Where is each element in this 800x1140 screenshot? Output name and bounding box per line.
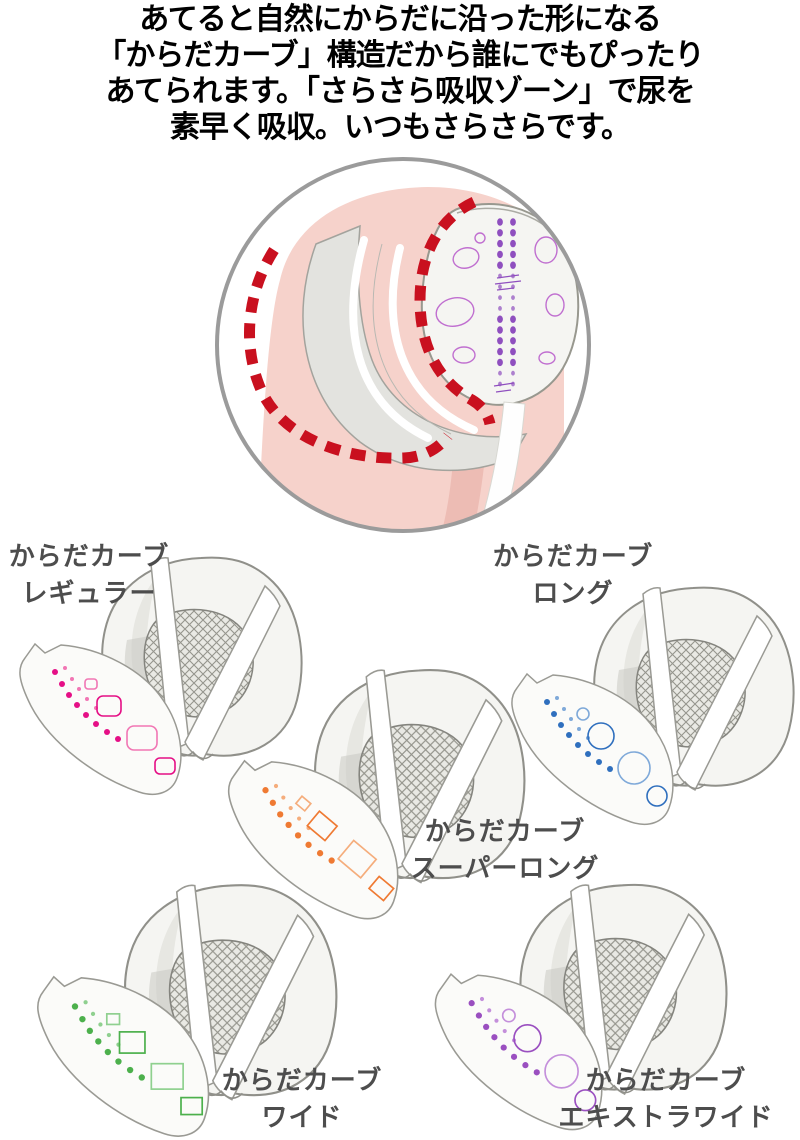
pad-illustration-regular <box>5 548 305 798</box>
label-long-size: ロング <box>532 578 614 608</box>
curved-front-pad <box>19 642 182 796</box>
curved-front-pad <box>37 975 210 1137</box>
pad-dot-pattern <box>262 783 335 864</box>
pad-bubble-pattern <box>435 232 565 365</box>
diagram-ring <box>215 157 591 533</box>
pad-layer-stripe <box>349 236 432 442</box>
label-super-long: からだカーブ スーパーロング <box>372 813 638 887</box>
cup-pad <box>101 556 303 762</box>
headline-line-1: あてると自然にからだに沿った形になる <box>139 3 661 36</box>
pad-motif-circles <box>576 707 668 807</box>
label-long: からだカーブ ロング <box>478 538 668 612</box>
pad-motif-diamonds <box>294 795 395 902</box>
headline-line-4: 素早く吸収。いつもさらさらです。 <box>169 111 631 144</box>
body-curve-outline-right <box>414 196 496 426</box>
pad-illustration-long <box>497 578 797 828</box>
label-regular-size: レギュラー <box>21 578 157 608</box>
headline: あてると自然にからだに沿った形になる 「からだカーブ」構造だから誰にでもぴったり… <box>0 2 800 146</box>
headline-line-2: 「からだカーブ」構造だから誰にでもぴったり <box>96 39 704 72</box>
label-regular-brand: からだカーブ <box>8 541 170 571</box>
pad-motif-squares <box>105 1013 204 1116</box>
label-extra-wide-brand: からだカーブ <box>585 1065 747 1095</box>
pad-strap <box>184 584 281 762</box>
pad-strap <box>211 914 315 1101</box>
pad-illustration-wide <box>22 875 340 1140</box>
label-super-long-brand: からだカーブ <box>424 816 586 846</box>
label-wide-brand: からだカーブ <box>221 1065 383 1095</box>
pad-strap <box>401 698 503 884</box>
curved-front-pad <box>227 759 399 920</box>
label-super-long-size: スーパーロング <box>410 853 600 883</box>
pad-fine-print <box>493 274 522 393</box>
label-regular: からだカーブ レギュラー <box>0 538 178 612</box>
garment-strip <box>475 401 526 531</box>
pad-strap <box>676 614 773 792</box>
pad-layer-edge <box>372 243 452 435</box>
pad-strap <box>605 913 706 1096</box>
label-wide: からだカーブ ワイド <box>172 1062 432 1136</box>
label-long-brand: からだカーブ <box>492 541 654 571</box>
body-curve-diagram <box>208 150 598 540</box>
pad-dot-pattern <box>468 996 540 1076</box>
label-extra-wide: からだカーブ エキストラワイド <box>530 1062 800 1136</box>
label-extra-wide-size: エキストラワイド <box>558 1102 774 1132</box>
curved-front-pad <box>511 672 674 826</box>
pad-motif-circles <box>501 1008 597 1112</box>
pad-illustration-extra-wide <box>420 875 730 1133</box>
label-wide-size: ワイド <box>261 1102 343 1132</box>
headline-line-3: あてられます。「さらさら吸収ゾーン」で尿を <box>105 75 696 108</box>
pad-dot-pattern <box>544 696 613 772</box>
pad-layer-stripe <box>388 244 478 434</box>
pad-dot-pattern <box>71 1000 145 1081</box>
curved-front-pad <box>434 973 603 1131</box>
pad-motif-rounded-squares <box>84 678 176 775</box>
pad-illustration-super-long <box>213 660 528 923</box>
